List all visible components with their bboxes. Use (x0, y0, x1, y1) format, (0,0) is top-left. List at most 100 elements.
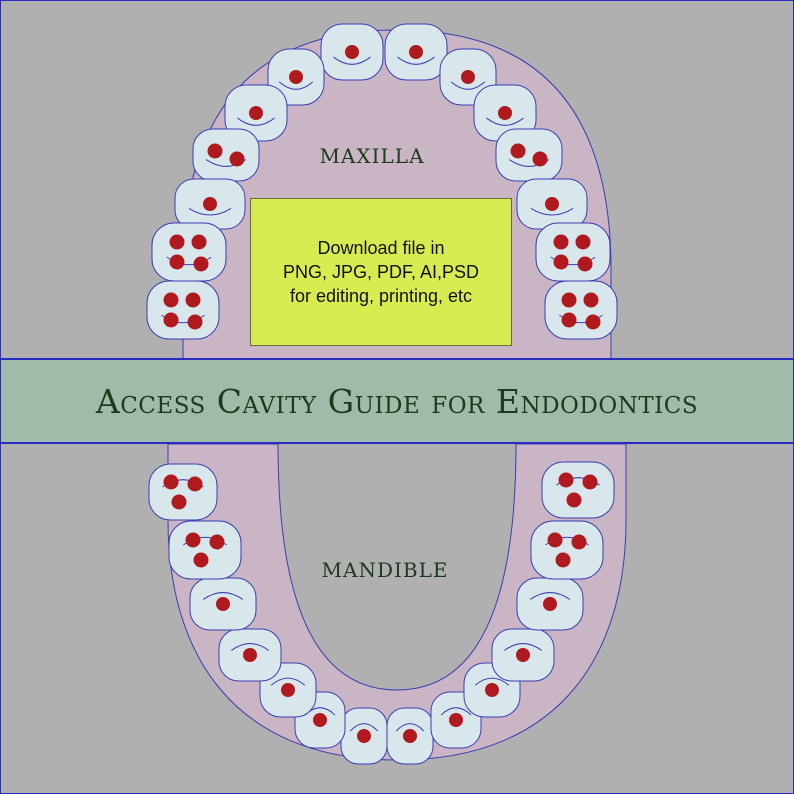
download-info-box: Download file in PNG, JPG, PDF, AI,PSD f… (250, 198, 512, 346)
upper-tooth-10-canal-1 (545, 197, 559, 211)
upper-tooth-6 (473, 84, 537, 142)
lower-tooth-8-groove (504, 643, 542, 651)
lower-tooth-5-canal-1 (281, 683, 295, 697)
upper-tooth-14-crown (544, 280, 618, 340)
lower-tooth-2 (386, 707, 434, 765)
lower-tooth-14-crown (541, 461, 615, 519)
lower-tooth-7-groove (231, 643, 269, 651)
lower-tooth-14-canal-3 (566, 492, 582, 508)
lower-tooth-10-canal-1 (543, 597, 557, 611)
lower-tooth-11-canal-3 (193, 552, 209, 568)
upper-tooth-4-groove (450, 81, 486, 90)
lower-tooth-1 (340, 707, 388, 765)
upper-tooth-13-canal-3 (163, 312, 179, 328)
upper-tooth-11-canal-4 (193, 256, 209, 272)
lower-tooth-3-canal-1 (313, 713, 327, 727)
upper-tooth-2-groove (397, 56, 435, 65)
upper-tooth-1 (320, 23, 384, 81)
upper-tooth-11-canal-1 (169, 234, 185, 250)
lower-tooth-11-crown (168, 520, 242, 580)
title-text: Access Cavity Guide for Endodontics (95, 381, 699, 421)
upper-tooth-13-canal-2 (185, 292, 201, 308)
lower-tooth-12-canal-2 (571, 534, 587, 550)
upper-tooth-1-canal-1 (345, 45, 359, 59)
lower-tooth-1-groove (349, 723, 379, 732)
lower-tooth-13-canal-3 (171, 494, 187, 510)
upper-tooth-5-canal-1 (249, 106, 263, 120)
upper-tooth-1-groove (333, 56, 371, 65)
lower-tooth-13 (148, 463, 218, 521)
lower-tooth-8 (491, 628, 555, 682)
upper-tooth-10 (516, 178, 588, 230)
lower-tooth-8-canal-1 (516, 648, 530, 662)
lower-tooth-13-canal-1 (163, 474, 179, 490)
upper-tooth-11-canal-2 (191, 234, 207, 250)
lower-tooth-11 (168, 520, 242, 580)
upper-tooth-2 (384, 23, 448, 81)
upper-tooth-5-groove (237, 117, 275, 126)
upper-tooth-8-canal-2 (532, 151, 548, 167)
upper-tooth-9-canal-1 (203, 197, 217, 211)
lower-tooth-14-canal-2 (582, 474, 598, 490)
upper-tooth-14-canal-2 (583, 292, 599, 308)
upper-tooth-12 (535, 222, 611, 282)
lower-tooth-4-canal-1 (449, 713, 463, 727)
upper-tooth-4-canal-1 (461, 70, 475, 84)
upper-tooth-3-canal-1 (289, 70, 303, 84)
lower-tooth-11-canal-2 (209, 534, 225, 550)
lower-tooth-4-groove (440, 707, 472, 716)
lower-tooth-2-groove (395, 723, 425, 732)
lower-tooth-10-groove (529, 592, 571, 600)
lower-tooth-12-crown (530, 520, 604, 580)
upper-tooth-12-canal-2 (575, 234, 591, 250)
mandible-teeth (148, 461, 615, 765)
upper-tooth-12-canal-1 (553, 234, 569, 250)
upper-tooth-9-groove (188, 207, 232, 216)
upper-tooth-14-canal-1 (561, 292, 577, 308)
lower-tooth-9-groove (202, 592, 244, 600)
upper-tooth-12-crown (535, 222, 611, 282)
lower-tooth-13-canal-2 (187, 476, 203, 492)
lower-tooth-6-canal-1 (485, 683, 499, 697)
upper-tooth-7-canal-2 (229, 151, 245, 167)
lower-tooth-12-canal-3 (555, 552, 571, 568)
lower-tooth-14 (541, 461, 615, 519)
upper-tooth-8 (495, 128, 563, 182)
title-banner: Access Cavity Guide for Endodontics (0, 358, 794, 444)
maxilla-teeth (146, 23, 618, 340)
maxilla-label: MAXILLA (319, 144, 425, 168)
lower-tooth-1-canal-1 (357, 729, 371, 743)
lower-tooth-9-canal-1 (216, 597, 230, 611)
upper-tooth-6-groove (486, 117, 524, 126)
upper-tooth-10-groove (530, 207, 574, 216)
upper-tooth-8-canal-1 (510, 143, 526, 159)
upper-tooth-7-canal-1 (207, 143, 223, 159)
lower-tooth-6-groove (474, 677, 510, 686)
upper-tooth-7 (192, 128, 260, 182)
upper-tooth-12-canal-3 (553, 254, 569, 270)
upper-tooth-13 (146, 280, 220, 340)
upper-tooth-9 (174, 178, 246, 230)
upper-tooth-11-canal-3 (169, 254, 185, 270)
lower-tooth-7-canal-1 (243, 648, 257, 662)
upper-tooth-6-canal-1 (498, 106, 512, 120)
lower-tooth-13-crown (148, 463, 218, 521)
upper-tooth-11-crown (151, 222, 227, 282)
upper-tooth-14-canal-4 (585, 314, 601, 330)
upper-tooth-14 (544, 280, 618, 340)
upper-tooth-3-groove (278, 81, 314, 90)
upper-tooth-11 (151, 222, 227, 282)
lower-tooth-7 (218, 628, 282, 682)
lower-tooth-14-canal-1 (558, 472, 574, 488)
lower-tooth-5-groove (270, 677, 306, 686)
upper-tooth-7-crown (192, 128, 260, 182)
upper-tooth-2-canal-1 (409, 45, 423, 59)
lower-tooth-12-canal-1 (547, 532, 563, 548)
lower-tooth-9 (189, 577, 257, 631)
mandible-label: MANDIBLE (321, 558, 449, 582)
lower-tooth-10 (516, 577, 584, 631)
upper-tooth-8-crown (495, 128, 563, 182)
lower-tooth-11-canal-1 (185, 532, 201, 548)
upper-tooth-13-canal-4 (187, 314, 203, 330)
download-info-text: Download file in PNG, JPG, PDF, AI,PSD f… (282, 238, 480, 306)
